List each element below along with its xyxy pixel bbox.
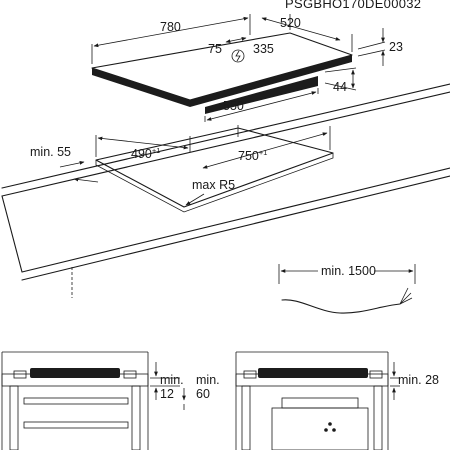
hob-offset-b-label: 335: [253, 42, 274, 56]
dim-housing-depth: 44: [324, 67, 357, 94]
hob-front-edge: [92, 68, 190, 107]
hob-depth-label: 520: [280, 16, 301, 30]
edge-min-label: min. 55: [30, 145, 71, 159]
hob-side-edge: [190, 55, 352, 107]
dim-hob-width: 780: [91, 14, 251, 64]
section-left: min. 12 min. 60: [1, 351, 220, 451]
corner-radius-label: max R5: [192, 178, 235, 192]
left-clearance-a-label: min.: [160, 373, 184, 387]
left-clearance-a-value: 12: [160, 387, 174, 401]
cutout: [95, 127, 334, 213]
dim-edge-min: min. 55: [30, 145, 99, 183]
dim-housing-width: 550: [204, 88, 319, 122]
right-clearance-label: min. 28: [398, 373, 439, 387]
diagram-code: PSGBHO170DE00032: [285, 0, 421, 11]
dim-hob-depth: 520: [261, 14, 353, 52]
section-right-hob: [258, 368, 368, 378]
power-symbol-icon: [231, 49, 245, 63]
cable-line: [281, 299, 401, 314]
cable-detail: min. 1500: [278, 264, 416, 314]
hob-thickness-label: 23: [389, 40, 403, 54]
section-right: min. 28: [235, 351, 439, 451]
dim-cutout-width: 750+1: [202, 125, 331, 169]
dim-cutout-depth: 490+1: [95, 135, 191, 161]
cutout-depth-label: 490+1: [131, 146, 160, 161]
left-clearance-b-label: min.: [196, 373, 220, 387]
section-right-oven: [271, 407, 369, 451]
cutout-outline: [95, 127, 334, 208]
cable-wires: [399, 287, 413, 305]
hob-drawing: [91, 32, 353, 114]
section-left-hob: [30, 368, 120, 378]
cutout-width-label: 750+1: [238, 148, 267, 163]
housing-width-label: 550: [223, 99, 244, 113]
dim-symbol-offsets: 75 335: [208, 36, 274, 56]
hob-offset-a-label: 75: [208, 42, 222, 56]
cable-min-length-label: min. 1500: [321, 264, 376, 278]
housing-depth-label: 44: [333, 80, 347, 94]
dim-hob-thickness: 23: [357, 28, 403, 66]
corner-radius-callout: max R5: [185, 178, 235, 206]
left-clearance-b-value: 60: [196, 387, 210, 401]
hob-width-label: 780: [160, 20, 181, 34]
